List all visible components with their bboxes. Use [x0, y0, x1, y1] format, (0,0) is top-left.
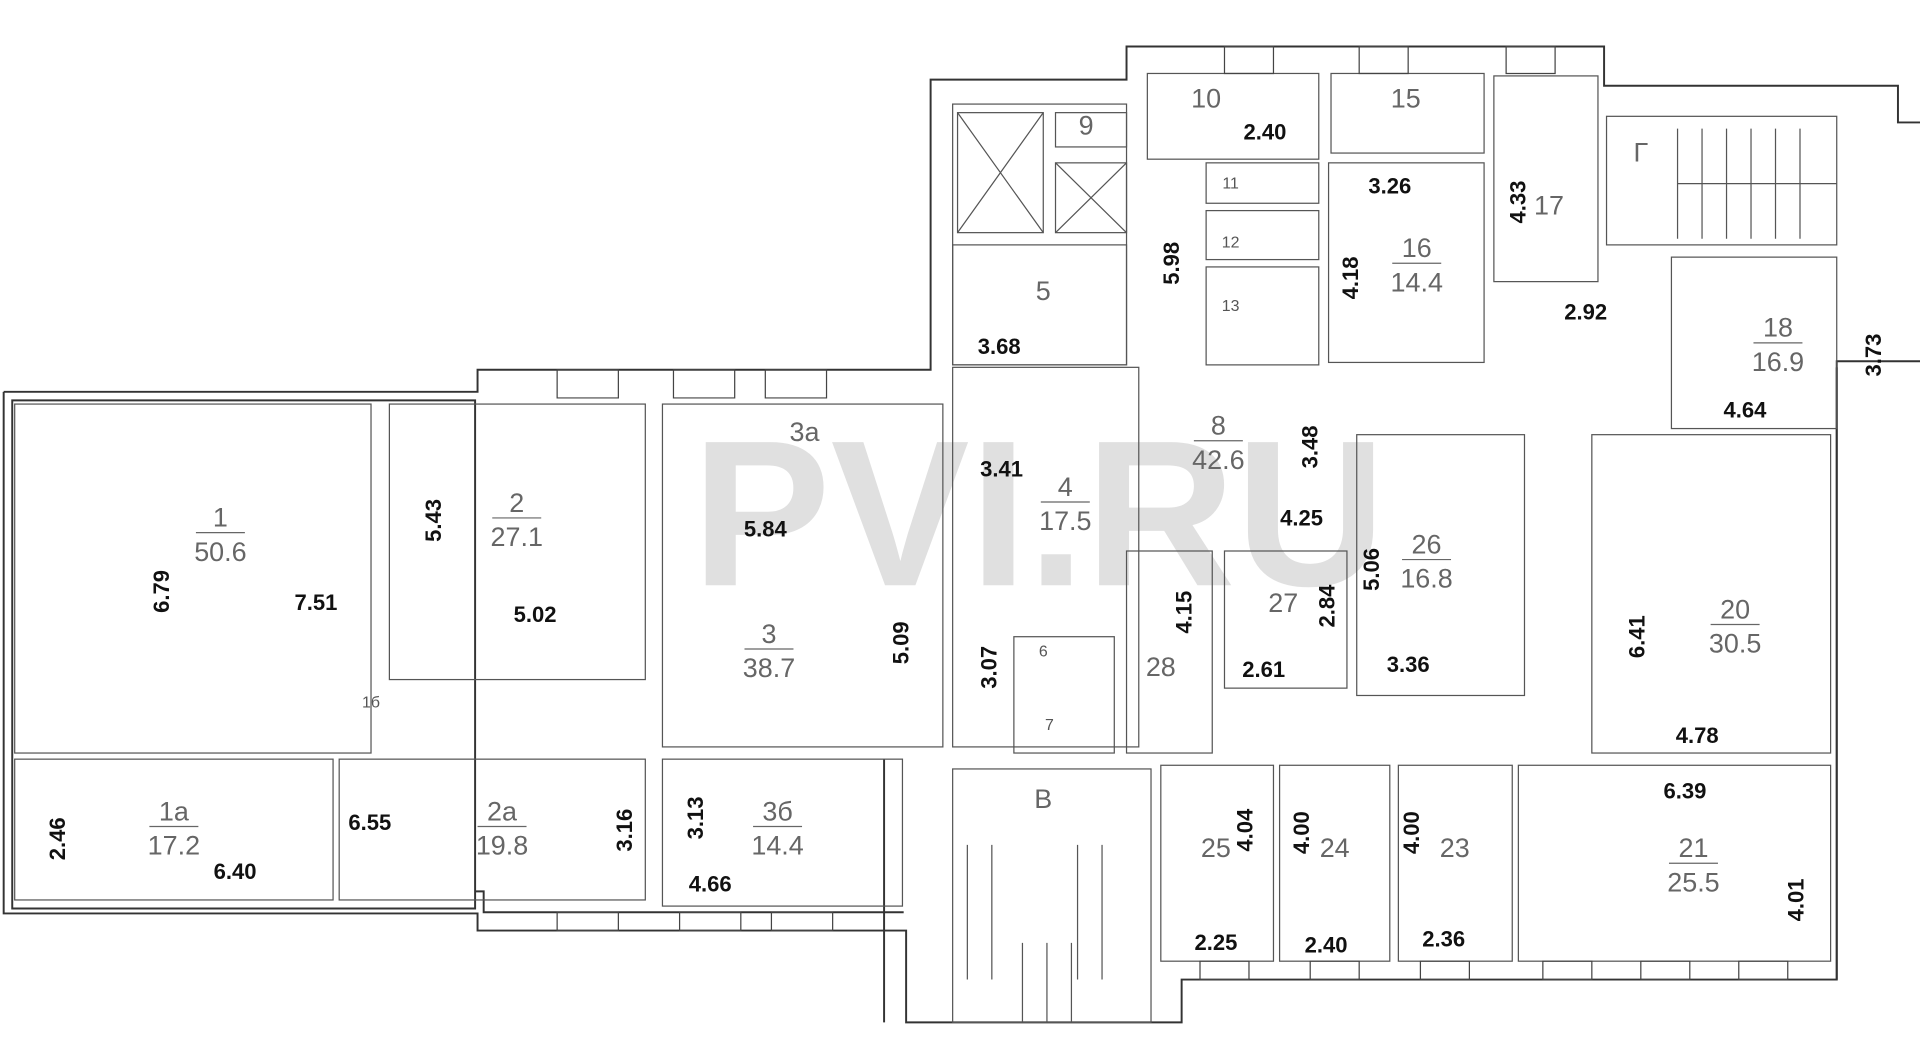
dimension-label: 6.39	[1663, 778, 1706, 803]
room-label: 17	[1534, 190, 1564, 220]
dimension-label: 2.84	[1315, 584, 1340, 628]
room-area: 25.5	[1667, 867, 1719, 897]
room-label-small: 11	[1222, 176, 1239, 193]
dimension-label: 2.92	[1564, 300, 1607, 325]
dimension-label: 4.00	[1399, 811, 1424, 854]
dimension-label: 2.40	[1243, 120, 1286, 145]
room-number: 18	[1763, 313, 1793, 343]
dimension-label: 4.78	[1676, 723, 1719, 748]
watermark: PVI.RU	[692, 398, 1386, 630]
dimension-label: 7.51	[294, 590, 337, 615]
dimension-label: 4.00	[1289, 811, 1314, 854]
dimension-label: 2.61	[1242, 657, 1285, 682]
room-number: 1а	[159, 796, 189, 826]
room-label: 10	[1191, 84, 1221, 114]
outer-walls	[2, 45, 1920, 1024]
room-label: 27	[1268, 588, 1298, 618]
dimension-label: 3.73	[1861, 334, 1886, 377]
dimension-label: 4.18	[1338, 257, 1363, 300]
dimension-label: 2.40	[1305, 933, 1348, 958]
room-area: 38.7	[743, 653, 795, 683]
room-area: 16.9	[1752, 347, 1804, 377]
room-area: 17.2	[148, 831, 200, 861]
room-number: 20	[1720, 594, 1750, 624]
room-area: 19.8	[476, 831, 528, 861]
dimension-label: 3.07	[977, 646, 1002, 689]
room-area: 42.6	[1192, 445, 1244, 475]
dimension-label: 2.46	[45, 817, 70, 860]
room-label: 28	[1146, 652, 1176, 682]
room-area: 50.6	[194, 537, 246, 567]
dimension-label: 3.36	[1387, 652, 1430, 677]
dimension-label: 4.01	[1784, 879, 1809, 922]
room-area: 14.4	[1391, 267, 1443, 297]
dimension-label: 5.98	[1159, 242, 1184, 285]
room-label-small: 7	[1045, 717, 1054, 734]
dimension-label: 3.26	[1368, 173, 1411, 198]
dimension-label: 4.33	[1506, 181, 1531, 224]
labels: 1 50.6 1а 17.2 2 27.1 2а 19.8 3 38.7 3б 14.4 4 17.5 8 4…	[45, 84, 1886, 958]
dimension-label: 5.09	[889, 621, 914, 664]
room-label: 15	[1391, 84, 1421, 114]
room-label-small: 1б	[362, 695, 380, 712]
room-number: 26	[1412, 529, 1442, 559]
room-number: 3	[761, 619, 776, 649]
dimension-label: 6.41	[1624, 615, 1649, 658]
room-label: 5	[1036, 276, 1051, 306]
dimension-label: 4.04	[1233, 808, 1258, 852]
dimension-label: 3.13	[683, 796, 708, 839]
room-number: 1	[213, 503, 228, 533]
dimension-label: 5.84	[744, 516, 788, 541]
room-label: В	[1034, 784, 1052, 814]
room-number: 8	[1211, 411, 1226, 441]
dimension-label: 6.79	[149, 570, 174, 613]
room-label: 25	[1201, 833, 1231, 863]
dimension-label: 3.68	[978, 334, 1021, 359]
room-area: 30.5	[1709, 629, 1761, 659]
interior-walls	[14, 72, 1838, 1024]
dimension-label: 4.64	[1723, 398, 1767, 423]
dimension-label: 2.25	[1194, 930, 1237, 955]
room-number: 16	[1402, 233, 1432, 263]
room-label: 9	[1079, 111, 1094, 141]
room-label: Г	[1634, 138, 1649, 168]
dimension-label: 4.66	[689, 871, 732, 896]
dimension-label: 5.02	[514, 602, 557, 627]
dimension-label: 6.55	[348, 810, 391, 835]
room-label-small: 12	[1222, 234, 1240, 251]
room-area: 27.1	[491, 522, 543, 552]
dimension-label: 5.06	[1359, 548, 1384, 591]
room-label: 3а	[790, 417, 820, 447]
room-number: 4	[1058, 472, 1073, 502]
room-area: 17.5	[1039, 506, 1091, 536]
room-label-small: 13	[1222, 298, 1240, 315]
dimension-label: 3.41	[980, 456, 1023, 481]
room-number: 21	[1678, 833, 1708, 863]
room-number: 2а	[487, 796, 517, 826]
room-area: 14.4	[751, 831, 803, 861]
dimension-label: 5.43	[421, 499, 446, 542]
room-label: 24	[1320, 833, 1350, 863]
dimension-label: 3.48	[1298, 425, 1323, 468]
dimension-label: 4.25	[1280, 505, 1323, 530]
windows	[556, 45, 1789, 981]
room-number: 3б	[762, 796, 792, 826]
room-number: 2	[509, 488, 524, 518]
dimension-label: 3.16	[612, 809, 637, 852]
room-label: 23	[1440, 833, 1470, 863]
room-area: 16.8	[1400, 564, 1452, 594]
dimension-label: 6.40	[214, 859, 257, 884]
room-label-small: 6	[1039, 643, 1048, 660]
dimension-label: 4.15	[1171, 591, 1196, 634]
dimension-label: 2.36	[1422, 926, 1465, 951]
